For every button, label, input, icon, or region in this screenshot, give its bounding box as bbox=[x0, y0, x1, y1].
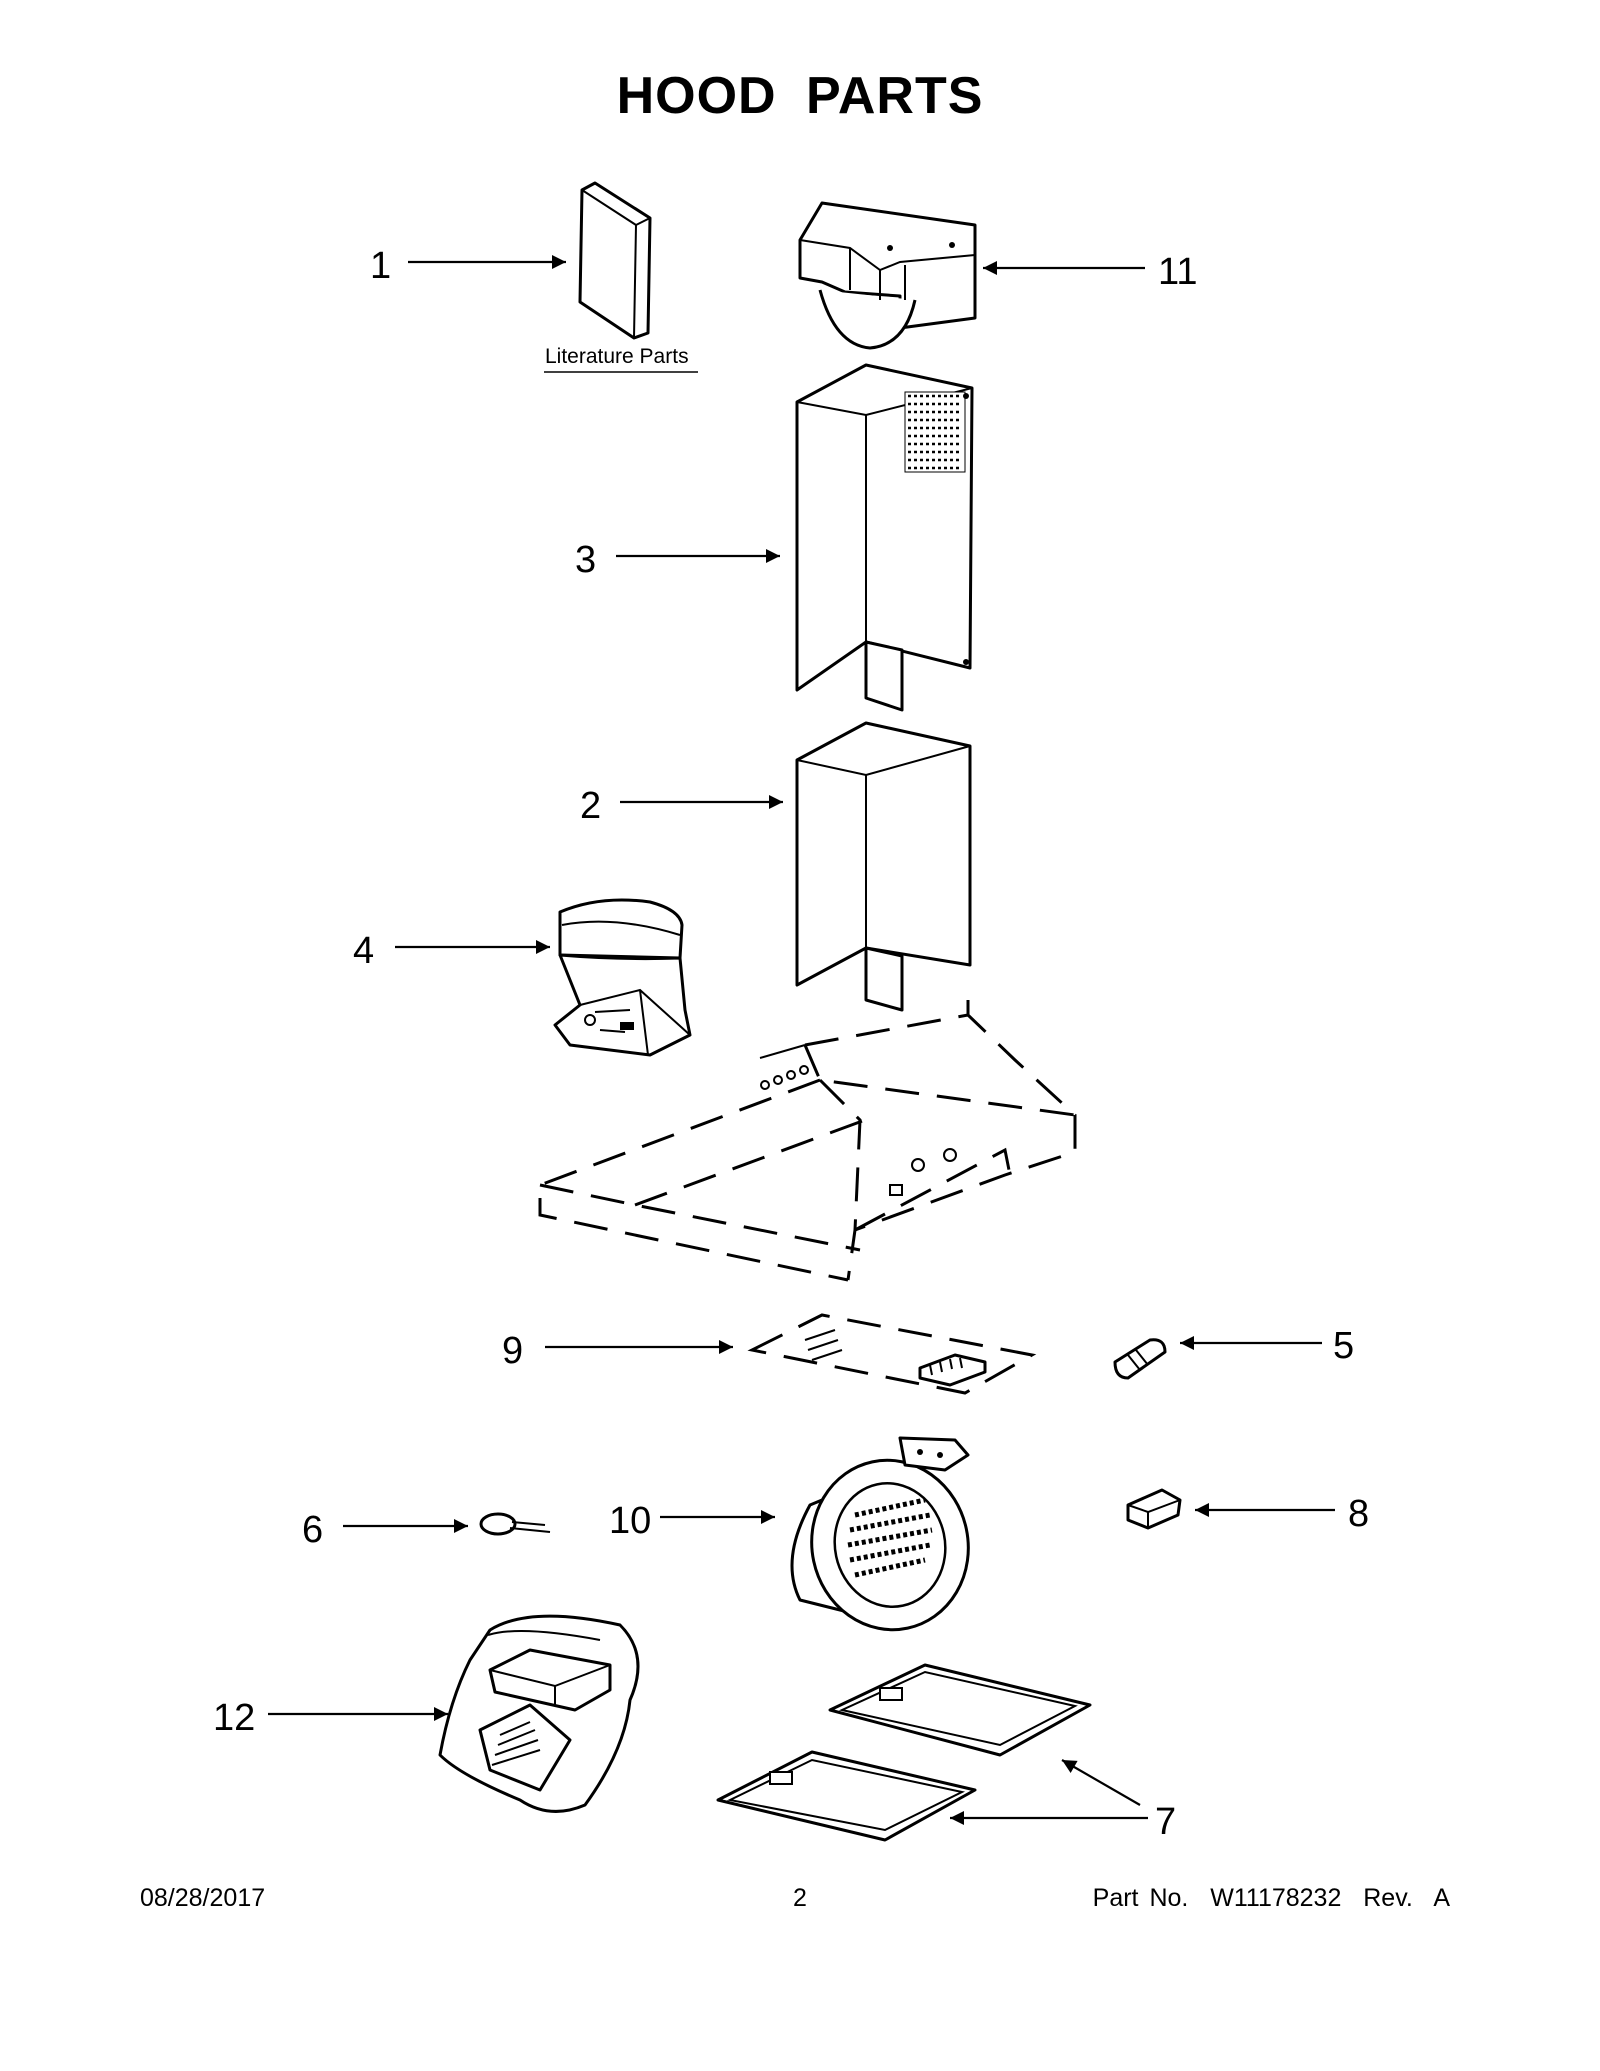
leader-7a bbox=[1061, 1759, 1141, 1806]
footer-page-number: 2 bbox=[793, 1884, 807, 1912]
part-5-light-bulb bbox=[1113, 1338, 1167, 1380]
callout-10: 10 bbox=[609, 1500, 651, 1542]
callout-1: 1 bbox=[370, 245, 391, 287]
part-11-duct-transition bbox=[798, 201, 977, 350]
literature-parts-label: Literature Parts bbox=[545, 345, 689, 368]
part-2-lower-chimney bbox=[795, 721, 972, 1012]
hood-canopy bbox=[538, 1000, 1077, 1282]
part-12-hardware-bag bbox=[438, 1614, 640, 1813]
callout-8: 8 bbox=[1348, 1493, 1369, 1535]
callout-11: 11 bbox=[1158, 251, 1197, 293]
callout-4: 4 bbox=[353, 930, 374, 972]
part-3-upper-chimney bbox=[795, 363, 974, 712]
footer-date: 08/28/2017 bbox=[140, 1884, 266, 1912]
part-7-grease-filters bbox=[716, 1663, 1092, 1842]
callout-9: 9 bbox=[502, 1330, 523, 1372]
callout-6: 6 bbox=[302, 1509, 323, 1551]
callout-12: 12 bbox=[213, 1697, 255, 1739]
callout-3: 3 bbox=[575, 539, 596, 581]
page-title: HOOD PARTS bbox=[616, 67, 984, 125]
callout-7: 7 bbox=[1155, 1801, 1176, 1843]
callout-5: 5 bbox=[1333, 1325, 1354, 1367]
part-9-bracket bbox=[747, 1313, 1037, 1395]
part-10-blower-motor bbox=[790, 1436, 970, 1632]
callout-2: 2 bbox=[580, 785, 601, 827]
footer-part-number: Part No. W11178232 Rev. A bbox=[1092, 1884, 1450, 1912]
part-4-blower-housing bbox=[553, 898, 692, 1057]
part-1-literature-booklet bbox=[578, 181, 652, 340]
part-8-junction-box bbox=[1126, 1488, 1182, 1530]
part-6-wire-clip bbox=[479, 1512, 551, 1536]
